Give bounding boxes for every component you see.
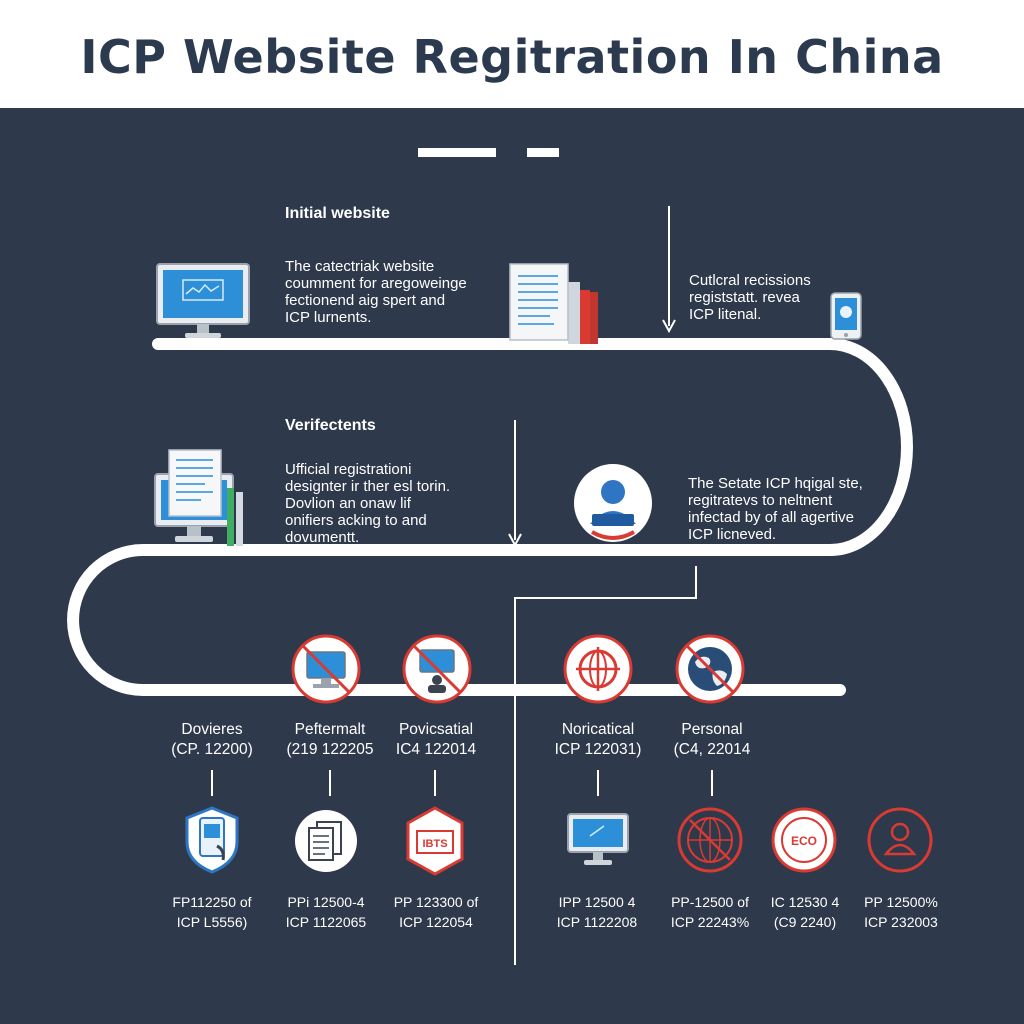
registration-code: IPP 12500 4 xyxy=(558,894,636,910)
arrow-connector-1 xyxy=(662,206,676,334)
step3-description: Ufficial registrationi designter ir ther… xyxy=(285,461,451,546)
registration-code: ICP 232003 xyxy=(864,914,938,930)
registration-code: ICP L5556) xyxy=(176,914,248,930)
registration-code: PP-12500 of xyxy=(671,894,749,910)
divider-dash xyxy=(418,148,496,157)
category-code: (CP. 12200) xyxy=(171,741,253,758)
svg-text:ECO: ECO xyxy=(791,834,817,848)
globe-seal-icon xyxy=(677,807,743,873)
globe-grid-icon xyxy=(563,634,633,704)
header: ICP Website Regitration In China xyxy=(0,0,1024,108)
registration-code: ICP 1122208 xyxy=(556,914,638,930)
step1-description: The catectriak website coumment for areg… xyxy=(285,258,467,326)
phone-shield-icon xyxy=(185,806,239,874)
category-label: Peftermalt xyxy=(294,721,366,738)
step4-description: The Setate ICP hqigal ste, regitratevs t… xyxy=(688,475,863,543)
registration-code: ICP 1122065 xyxy=(285,914,367,930)
step3-heading: Verifectents xyxy=(285,417,376,434)
registration-code: PP 12500% xyxy=(864,894,938,910)
category-label: Povicsatial xyxy=(398,721,474,738)
user-seal-icon xyxy=(867,807,933,873)
divider-dash xyxy=(527,148,559,157)
registration-code: IC 12530 4 xyxy=(770,894,840,910)
category-code: (219 122205 xyxy=(286,741,374,758)
registration-code: PP 123300 of xyxy=(393,894,479,910)
page-title: ICP Website Regitration In China xyxy=(80,30,944,84)
category-label: Personal xyxy=(681,721,743,738)
registration-code: (C9 2240) xyxy=(773,914,837,930)
category-code: ICP 122031) xyxy=(554,741,642,758)
arrow-connector-2 xyxy=(508,420,522,548)
monitor-document-icon xyxy=(154,449,243,546)
eco-seal-icon: ECO xyxy=(771,807,837,873)
documents-icon xyxy=(295,810,357,872)
registration-code: ICP 122054 xyxy=(399,914,473,930)
monitor-icon xyxy=(567,813,629,865)
screen-blocked-icon xyxy=(402,634,472,704)
mobile-phone-icon xyxy=(830,292,862,340)
branch-connector xyxy=(514,566,697,965)
registration-code: ICP 22243% xyxy=(670,914,750,930)
registration-code: PPi 12500-4 xyxy=(287,894,365,910)
monitor-chart-icon xyxy=(156,263,250,338)
monitor-blocked-icon xyxy=(291,634,361,704)
documents-binders-icon xyxy=(509,263,598,344)
ibts-badge-icon: IBTS xyxy=(406,806,464,876)
step2-description: Cutlcral recissions registstatt. revea I… xyxy=(689,272,811,323)
world-map-icon xyxy=(675,634,745,704)
step1-heading: Initial website xyxy=(285,205,390,222)
registration-code: FP112250 of xyxy=(172,894,252,910)
svg-text:IBTS: IBTS xyxy=(422,838,447,850)
category-label: Dovieres xyxy=(181,721,243,738)
user-avatar-icon xyxy=(574,464,652,542)
timeline-panel xyxy=(0,108,1024,1024)
category-code: IC4 122014 xyxy=(395,741,477,758)
category-label: Noricatical xyxy=(561,721,635,738)
timeline-track xyxy=(67,338,913,696)
category-code: (C4, 22014 xyxy=(673,741,751,758)
